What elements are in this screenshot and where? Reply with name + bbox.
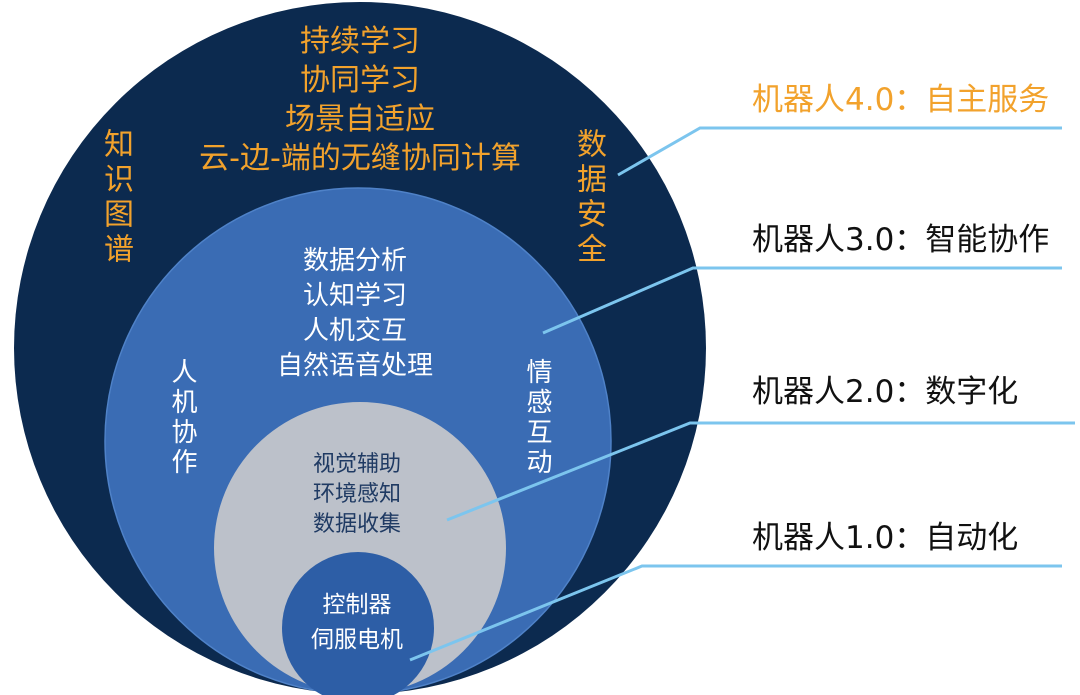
middle-left-vertical-label: 人机协作 xyxy=(167,358,197,478)
middle-line-nlp: 自然语音处理 xyxy=(276,351,434,381)
stage-label-robot-2: 机器人2.0：数字化 xyxy=(752,374,1019,410)
inner-line-controller: 控制器 xyxy=(322,592,392,618)
middle-line-cognitive-learning: 认知学习 xyxy=(302,281,408,311)
inner-circle-robot-1 xyxy=(282,552,434,695)
outer-line-scene-adaptation: 场景自适应 xyxy=(285,102,435,137)
outer-circle-text: 持续学习 协同学习 场景自适应 云-边-端的无缝协同计算 xyxy=(199,22,521,178)
outer-line-continuous-learning: 持续学习 xyxy=(300,24,420,59)
inner-circle-text: 控制器 伺服电机 xyxy=(311,588,403,658)
middle-line-human-computer-interaction: 人机交互 xyxy=(302,316,408,346)
connector-line-robot-1 xyxy=(409,564,1062,662)
gray-line-data-collection: 数据收集 xyxy=(312,512,402,537)
outer-right-vertical-label: 数据安全 xyxy=(571,128,606,268)
outer-line-cloud-edge-computing: 云-边-端的无缝协同计算 xyxy=(199,141,521,176)
stage-label-robot-1: 机器人1.0：自动化 xyxy=(752,520,1019,556)
gray-circle-text: 视觉辅助 环境感知 数据收集 xyxy=(313,450,401,540)
connector-line-robot-2 xyxy=(446,421,1075,522)
stage-label-robot-4: 机器人4.0：自主服务 xyxy=(752,82,1050,118)
outer-left-vertical-label: 知识图谱 xyxy=(98,128,133,268)
connector-line-robot-4 xyxy=(617,126,1062,177)
outer-line-collaborative-learning: 协同学习 xyxy=(300,63,420,98)
inner-line-servo-motor: 伺服电机 xyxy=(311,627,403,653)
stage-label-robot-3: 机器人3.0：智能协作 xyxy=(752,222,1050,258)
gray-line-environment-perception: 环境感知 xyxy=(312,482,402,507)
middle-circle-text: 数据分析 认知学习 人机交互 自然语音处理 xyxy=(277,244,433,384)
gray-line-visual-assist: 视觉辅助 xyxy=(312,452,402,477)
middle-right-vertical-label: 情感互动 xyxy=(522,358,552,478)
connector-line-robot-3 xyxy=(542,266,1062,335)
middle-line-data-analysis: 数据分析 xyxy=(302,246,408,276)
